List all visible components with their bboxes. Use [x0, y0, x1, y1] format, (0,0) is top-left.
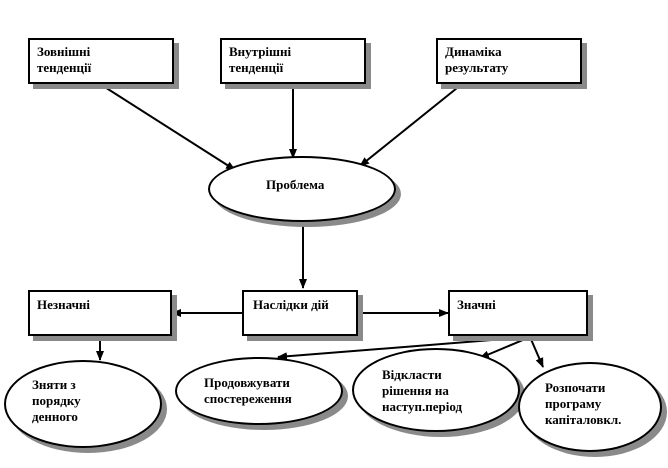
major-box — [448, 290, 588, 336]
minor-label: Незначні — [37, 297, 91, 312]
external-trends-label: Зовнішні тенденції — [37, 44, 92, 75]
consequences-box — [242, 290, 358, 336]
remove-from-agenda-label: Зняти з порядку денного — [32, 377, 81, 424]
arrow-major-to-continue — [277, 336, 531, 361]
internal-trends-label: Внутрішні тенденції — [229, 44, 292, 75]
result-dynamics-box — [436, 38, 582, 84]
start-investment-program-label: Розпочати програму капіталовкл. — [545, 380, 622, 427]
start-investment-program-ellipse — [518, 362, 662, 452]
major-label: Значні — [457, 297, 496, 312]
arrow-dynamics-to-problem — [359, 83, 463, 167]
remove-from-agenda-ellipse — [4, 360, 162, 448]
arrow-major-to-postpone — [479, 336, 531, 359]
postpone-decision-ellipse — [352, 348, 520, 432]
internal-trends-box — [220, 38, 366, 84]
arrow-major-to-start-program — [529, 336, 544, 368]
consequences-label: Наслідки дій — [253, 297, 329, 312]
continue-monitoring-label: Продовжувати спостереження — [204, 375, 292, 406]
continue-monitoring-ellipse — [175, 357, 343, 425]
problem-ellipse — [208, 156, 396, 222]
result-dynamics-label: Динаміка результату — [445, 44, 509, 75]
arrow-external-to-problem — [99, 83, 236, 171]
external-trends-box — [28, 38, 174, 84]
problem-label: Проблема — [266, 177, 325, 192]
minor-box — [28, 290, 172, 336]
postpone-decision-label: Відкласти рішення на наступ.період — [382, 367, 463, 414]
